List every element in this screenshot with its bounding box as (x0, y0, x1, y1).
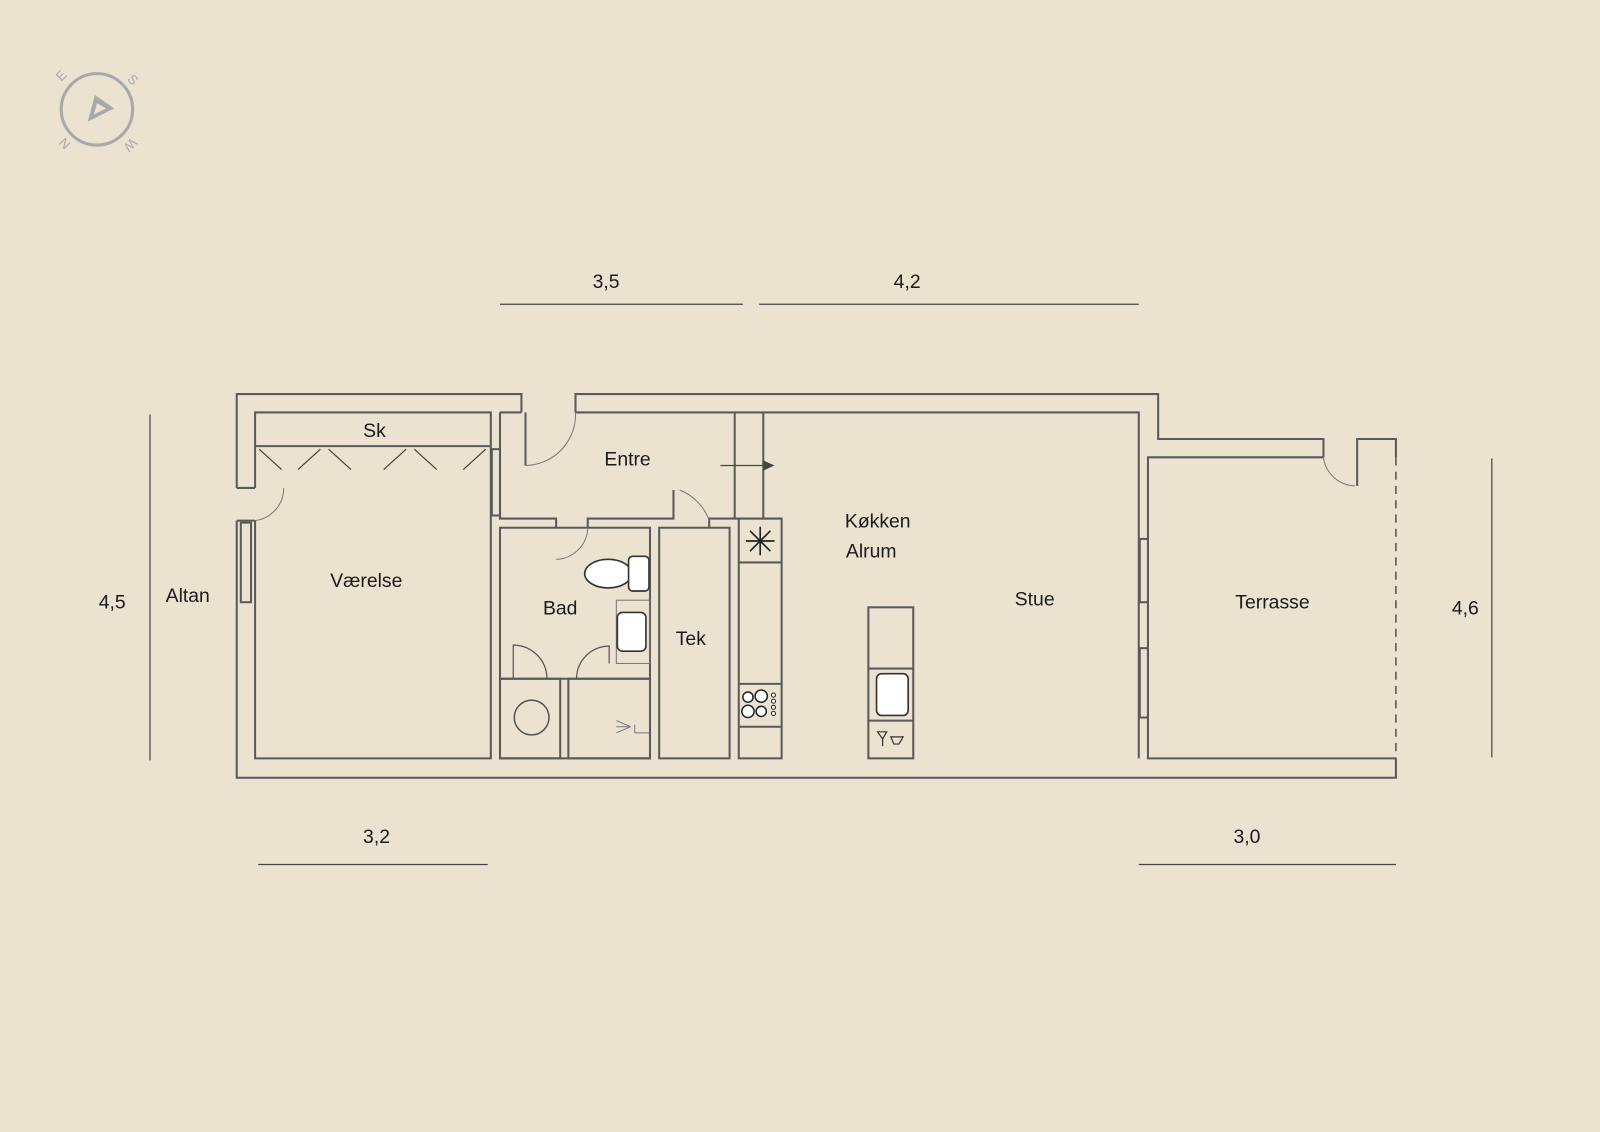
room-label-sk: Sk (363, 420, 386, 442)
stove-icon (741, 689, 777, 719)
dimension-top-left: 3,5 (593, 271, 620, 293)
dimension-top-right: 4,2 (894, 271, 921, 293)
room-label-tek: Tek (676, 628, 706, 650)
dishwasher-icon (876, 731, 905, 747)
compass-east: E (53, 67, 70, 84)
dimension-lines (149, 303, 1493, 866)
room-label-altan: Altan (166, 585, 210, 607)
dimension-bottom-left: 3,2 (363, 826, 390, 848)
room-label-bad: Bad (543, 597, 577, 619)
compass-west: W (120, 135, 140, 155)
room-label-vaerelse: Værelse (330, 570, 402, 592)
outer-walls (235, 393, 1397, 779)
sink-icon (875, 672, 909, 717)
room-label-entre: Entre (604, 448, 650, 470)
compass-north: N (56, 135, 73, 152)
room-label-kokken: Køkken (845, 511, 911, 533)
compass-south: S (124, 71, 141, 88)
compass-icon: E S N W (53, 67, 142, 155)
room-label-alrum: Alrum (846, 540, 897, 562)
dimension-bottom-right: 3,0 (1233, 826, 1260, 848)
dimension-left: 4,5 (99, 591, 126, 613)
fan-icon (745, 526, 775, 556)
interior-walls (255, 411, 1397, 760)
room-label-terrasse: Terrasse (1235, 591, 1309, 613)
room-label-stue: Stue (1015, 588, 1055, 610)
dimension-right: 4,6 (1452, 597, 1479, 619)
